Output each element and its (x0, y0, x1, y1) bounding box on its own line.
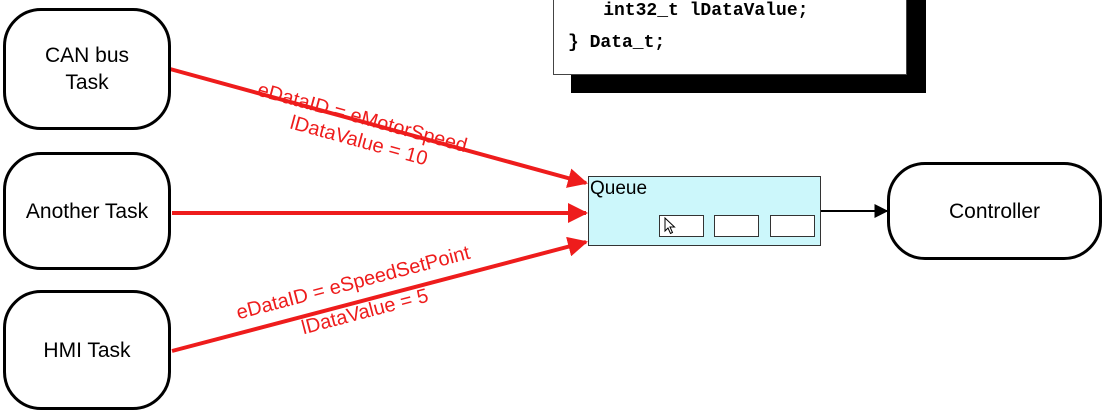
mouse-pointer-icon (664, 217, 676, 235)
queue-slot (659, 215, 704, 237)
another-task-label: Another Task (25, 199, 149, 223)
can-to-queue-arrow (169, 67, 588, 188)
hmi-task-label: HMI Task (43, 338, 131, 362)
queue-label: Queue (590, 178, 648, 199)
hmi-to-queue-arrow (171, 236, 588, 353)
queue-slot (714, 215, 759, 237)
controller-node: Controller (887, 162, 1102, 260)
struct-definition-box: int32_t lDataValue; } Data_t; (553, 0, 907, 75)
struct-close-line: } Data_t; (568, 33, 666, 53)
hmi-task-node: HMI Task (3, 290, 171, 410)
struct-field-line: int32_t lDataValue; (560, 1, 809, 21)
controller-label: Controller (948, 199, 1041, 223)
queue-slot (770, 215, 815, 237)
can-bus-task-label: CAN bus Task (44, 44, 130, 94)
can-bus-task-node: CAN bus Task (3, 8, 171, 130)
another-task-node: Another Task (3, 152, 171, 270)
queue-node: Queue (588, 176, 821, 246)
